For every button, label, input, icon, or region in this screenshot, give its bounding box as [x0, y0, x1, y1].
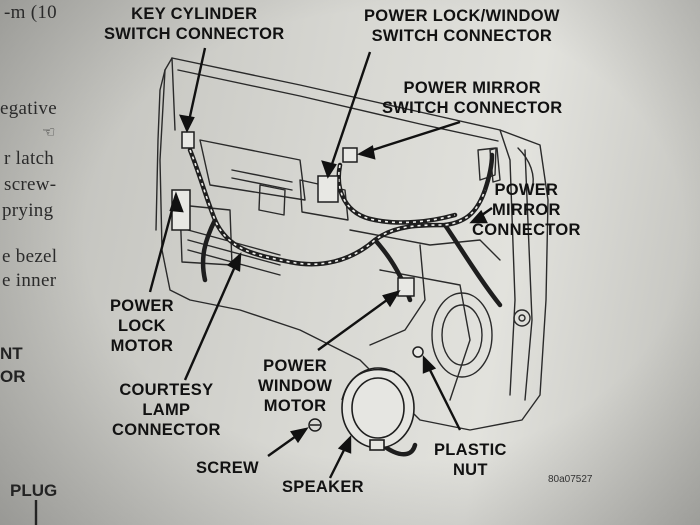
hand-pointer-icon: ☜ — [42, 124, 56, 141]
doc-text-line-3: r latch — [4, 148, 55, 169]
plastic-nut — [412, 346, 424, 358]
door-panel-outline — [159, 57, 549, 431]
figure-code: 80a07527 — [548, 474, 593, 485]
leader-power-lock-window — [326, 51, 372, 177]
doc-bold-text-2: OR — [0, 367, 26, 386]
speaker — [341, 367, 415, 451]
power-mirror-switch-connector — [342, 147, 358, 163]
screw — [308, 418, 322, 432]
leader-courtesy-lamp — [183, 254, 242, 381]
power-window-motor — [397, 277, 415, 297]
doc-text-line-1: -m (10 — [4, 2, 57, 23]
label-screw: SCREW — [196, 459, 259, 477]
doc-bold-text-1: NT — [0, 344, 23, 363]
leader-power-mirror-switch — [359, 120, 461, 156]
key-cylinder-connector — [181, 131, 195, 149]
doc-text-line-5: prying — [2, 200, 54, 221]
doc-text-line-4: screw- — [4, 174, 57, 195]
doc-text-line-7: e inner — [2, 270, 57, 291]
power-lock-window-switch-connector — [317, 175, 339, 203]
plug-label: PLUG — [10, 481, 58, 500]
label-speaker: SPEAKER — [282, 478, 364, 496]
leader-power-window-motor — [317, 291, 399, 351]
speaker-opening — [431, 292, 493, 378]
doc-text-line-2: egative — [0, 98, 57, 119]
doc-text-line-6: e bezel — [2, 246, 58, 267]
